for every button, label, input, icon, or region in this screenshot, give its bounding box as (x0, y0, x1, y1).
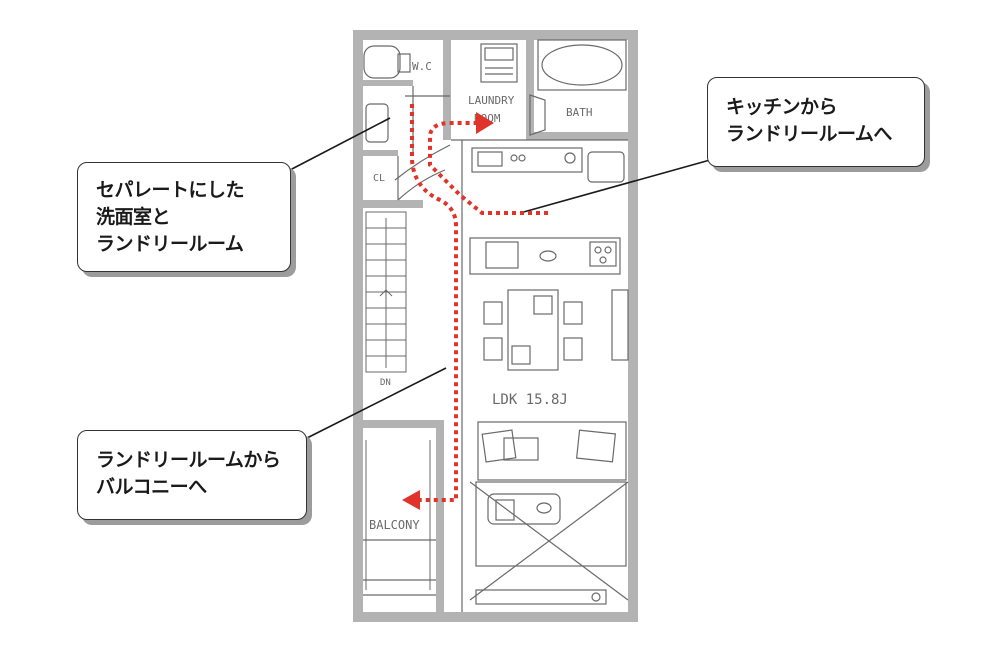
route-arrow-balcony (402, 490, 420, 510)
callout-laundry-to-balcony: ランドリールームから バルコニーへ (77, 430, 307, 520)
label-wc: W.C (412, 60, 432, 73)
stairs (365, 211, 407, 373)
callout-washroom-laundry: セパレートにした 洗面室と ランドリールーム (77, 162, 291, 272)
leader-washroom (289, 117, 391, 171)
callout-line: セパレートにした (96, 179, 245, 201)
label-ldk: LDK 15.8J (492, 392, 568, 408)
callout-line: 洗面室と (96, 206, 171, 228)
sofa (477, 421, 627, 481)
kitchen-back-counter (471, 147, 625, 183)
callout-line: キッチンから (726, 96, 838, 118)
route-kitchen-to-laundry (428, 121, 548, 215)
outer-walls (353, 30, 638, 622)
callout-line: ランドリールームから (96, 449, 281, 471)
kitchen-island (469, 237, 621, 275)
callout-line: ランドリールーム (96, 233, 244, 255)
dining-set (483, 289, 583, 371)
wall-shelf (611, 289, 629, 361)
label-balcony: BALCONY (369, 518, 420, 532)
washing-machine (480, 43, 518, 83)
balcony-rail (365, 440, 431, 590)
route-lines (410, 104, 548, 502)
route-laundry-to-balcony (410, 104, 458, 502)
callout-line: バルコニーへ (96, 476, 207, 498)
leader-kitchen (519, 159, 711, 214)
tv-board (475, 589, 607, 605)
label-bath: BATH (566, 106, 593, 119)
label-closet: CL (373, 173, 385, 184)
label-laundry-1: LAUNDRY (468, 94, 515, 107)
wash-basin (365, 103, 389, 143)
bathtub (529, 39, 627, 136)
label-stairs-down: DN (380, 378, 391, 388)
leader-lines (289, 117, 711, 439)
toilet (363, 45, 411, 79)
callout-line: ランドリールームへ (726, 123, 892, 145)
route-arrow-laundry (476, 112, 494, 134)
living-table (469, 481, 629, 601)
callout-kitchen-to-laundry: キッチンから ランドリールームへ (707, 77, 925, 167)
leader-balcony (306, 367, 447, 439)
